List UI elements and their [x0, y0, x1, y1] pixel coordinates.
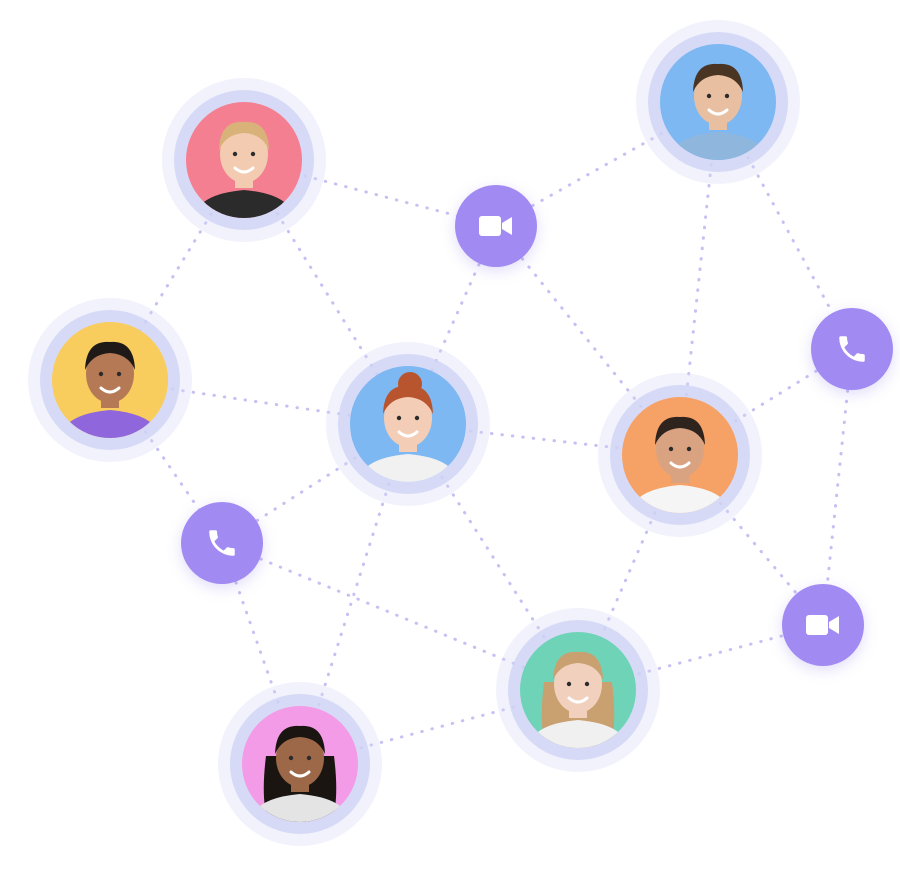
connection-line	[298, 422, 410, 766]
video-camera-icon	[805, 612, 841, 638]
person-avatar-blue-top[interactable]	[636, 20, 800, 184]
video-call-button[interactable]	[782, 584, 864, 666]
connection-line	[220, 541, 302, 766]
person-avatar-yellow[interactable]	[28, 298, 192, 462]
avatar-photo	[622, 397, 738, 513]
avatar-photo	[660, 44, 776, 160]
avatar-photo	[520, 632, 636, 748]
phone-icon	[835, 332, 869, 366]
person-avatar-red[interactable]	[162, 78, 326, 242]
phone-call-button[interactable]	[811, 308, 893, 390]
phone-icon	[205, 526, 239, 560]
avatar-photo	[52, 322, 168, 438]
video-call-button[interactable]	[455, 185, 537, 267]
person-avatar-green[interactable]	[496, 608, 660, 772]
connection-line	[406, 422, 682, 457]
avatar-photo	[186, 102, 302, 218]
video-camera-icon	[478, 213, 514, 239]
avatar-photo	[350, 366, 466, 482]
phone-call-button[interactable]	[181, 502, 263, 584]
avatar-photo	[242, 706, 358, 822]
connection-line	[220, 541, 580, 692]
person-avatar-pink[interactable]	[218, 682, 382, 846]
person-avatar-center[interactable]	[326, 342, 490, 506]
person-avatar-orange[interactable]	[598, 373, 762, 537]
connection-line	[494, 224, 682, 457]
connection-line	[821, 347, 854, 627]
